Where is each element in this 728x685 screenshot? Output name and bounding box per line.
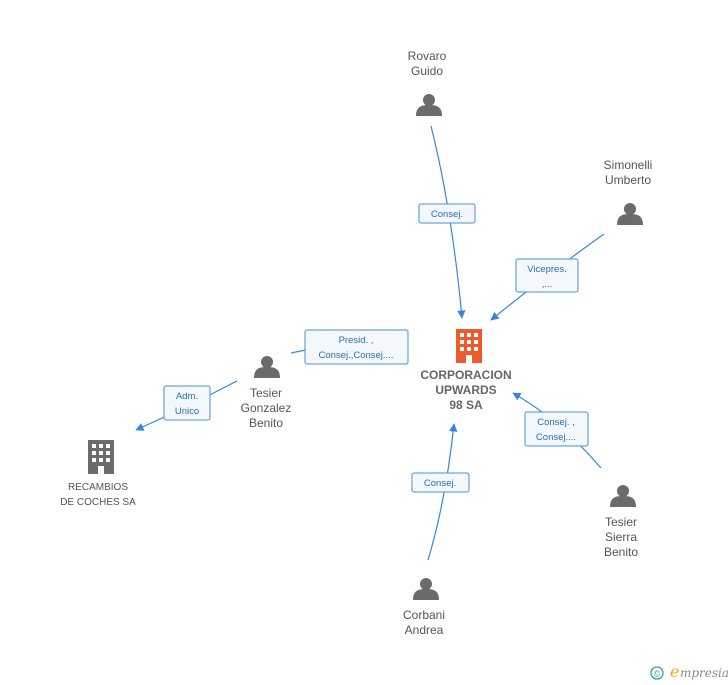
relation-label: Unico xyxy=(175,406,199,417)
person-icon xyxy=(413,578,439,600)
person-name-line: Sierra xyxy=(605,530,637,544)
other-company-name-line-1: RECAMBIOS xyxy=(68,482,128,493)
person-name-line: Guido xyxy=(411,64,443,78)
brand-name: mpresia xyxy=(680,666,728,680)
person-node-simonelli[interactable]: Simonelli Umberto xyxy=(604,158,653,225)
edge-label-corbani[interactable]: Consej. xyxy=(411,472,470,493)
person-node-corbani[interactable]: Corbani Andrea xyxy=(403,578,445,637)
copyright-icon xyxy=(650,666,664,680)
person-node-rovaro[interactable]: Rovaro Guido xyxy=(408,49,447,116)
main-company-name-line-3: 98 SA xyxy=(449,398,483,412)
other-company-node[interactable]: RECAMBIOS DE COCHES SA xyxy=(60,440,136,508)
edge-label-tesier-sierra[interactable]: Consej. , Consej.... xyxy=(524,411,589,447)
person-name-line: Rovaro xyxy=(408,49,447,63)
person-name-line: Corbani xyxy=(403,608,445,622)
person-name-line: Benito xyxy=(249,416,283,430)
person-name-line: Benito xyxy=(604,545,638,559)
person-name-line: Gonzalez xyxy=(241,401,292,415)
person-icon xyxy=(617,203,643,225)
edge-label-recambios[interactable]: Adm. Unico xyxy=(163,385,211,421)
relation-label: Consej. xyxy=(424,478,456,489)
person-icon xyxy=(610,485,636,507)
relation-label: Vicepres. xyxy=(527,264,566,275)
relation-label: Adm. xyxy=(176,391,198,402)
relation-label: Consej. xyxy=(431,209,463,220)
person-icon xyxy=(254,356,280,378)
edge-label-rovaro[interactable]: Consej. xyxy=(418,203,476,224)
person-node-tesier-sierra[interactable]: Tesier Sierra Benito xyxy=(604,485,638,559)
relation-label: Consej. , xyxy=(537,417,575,428)
main-company-name-line-2: UPWARDS xyxy=(435,383,496,397)
main-company-node[interactable]: CORPORACION UPWARDS 98 SA xyxy=(420,329,512,412)
edge-corbani xyxy=(427,423,458,561)
person-node-tesier-gonzalez[interactable]: Tesier Gonzalez Benito xyxy=(241,356,292,430)
relation-label: ,... xyxy=(542,279,553,290)
relation-label: Presid. , xyxy=(339,335,374,346)
edge-label-simonelli[interactable]: Vicepres. ,... xyxy=(515,258,579,293)
brand-initial: e xyxy=(670,662,679,681)
person-icon xyxy=(416,94,442,116)
person-name-line: Tesier xyxy=(250,386,282,400)
person-name-line: Tesier xyxy=(605,515,637,529)
other-company-name-line-2: DE COCHES SA xyxy=(60,497,136,508)
person-name-line: Umberto xyxy=(605,173,651,187)
edge-label-tesier-gonzalez[interactable]: Presid. , Consej.,Consej.... xyxy=(304,329,409,365)
brand-footer: © e mpresia xyxy=(650,662,728,681)
relation-label: Consej.,Consej.... xyxy=(319,350,394,361)
person-name-line: Simonelli xyxy=(604,158,653,172)
main-company-name-line-1: CORPORACION xyxy=(420,368,511,382)
building-icon xyxy=(456,329,482,363)
relation-label: Consej.... xyxy=(536,432,576,443)
person-name-line: Andrea xyxy=(405,623,444,637)
building-icon xyxy=(88,440,114,474)
copyright-symbol: © xyxy=(654,669,661,679)
